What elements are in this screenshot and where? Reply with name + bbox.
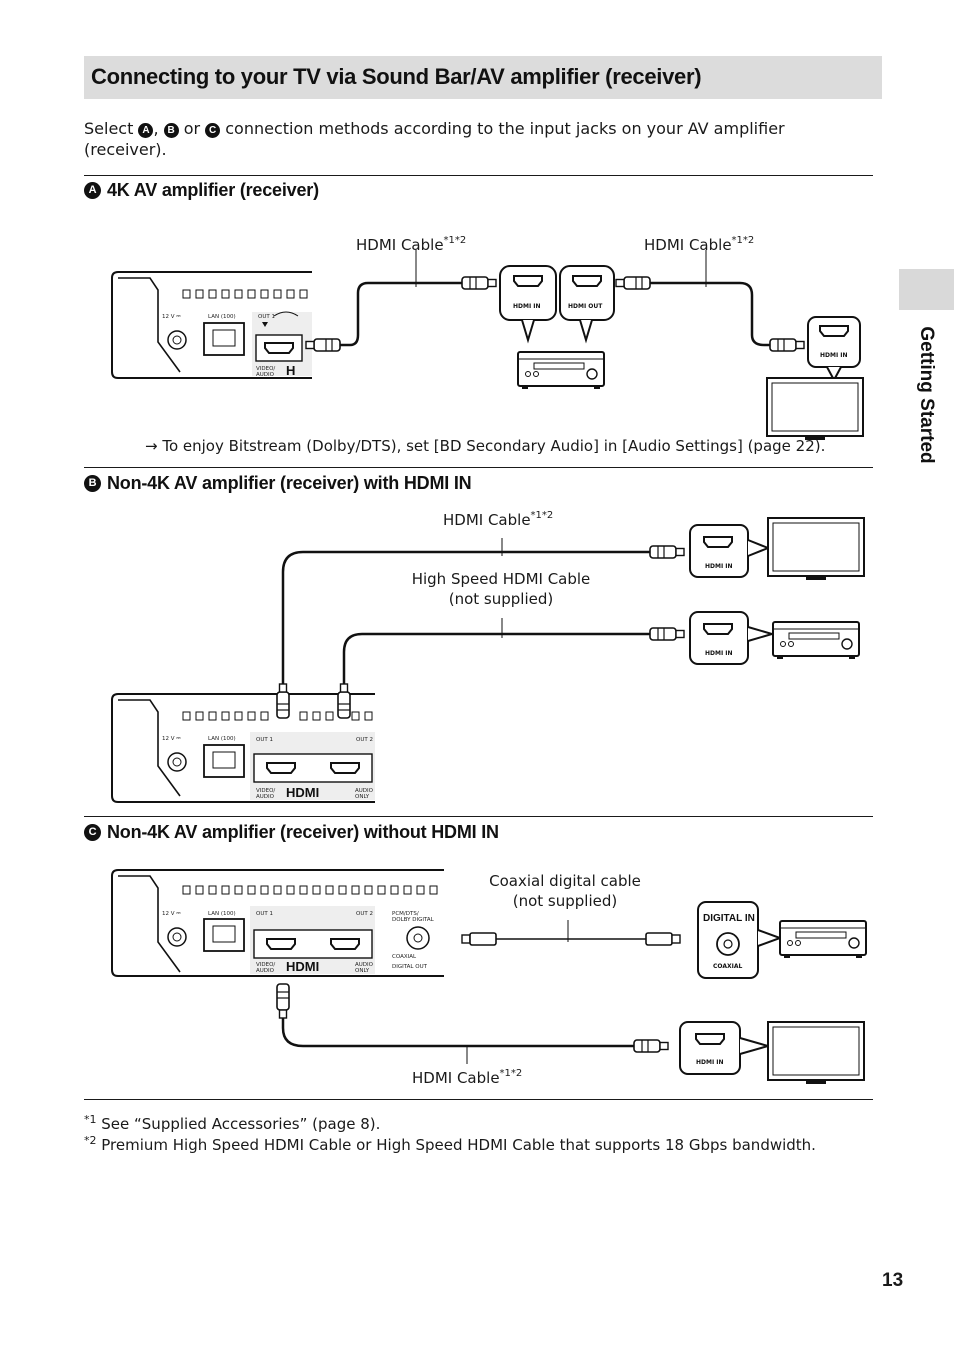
power-label: 12 V ⎓ xyxy=(162,911,181,917)
coaxial-label: COAXIAL xyxy=(392,954,417,960)
video-audio-label: VIDEO/ xyxy=(256,962,275,968)
coaxial-jack-label: COAXIAL xyxy=(713,963,742,970)
audio-only-label: AUDIO xyxy=(355,962,374,968)
diagram-a: 12 V ⎓ LAN (100) OUT 1 VIDEO/ AUDIO H HD… xyxy=(111,250,864,441)
intro-paragraph: Select A, B or C connection methods acco… xyxy=(84,118,844,160)
pcm-dts-label: PCM/DTS/ xyxy=(392,911,419,917)
title-bar: Connecting to your TV via Sound Bar/AV a… xyxy=(84,56,882,99)
amp-hdmi-in-label: HDMI IN xyxy=(513,303,541,310)
out2-label: OUT 2 xyxy=(356,737,373,743)
video-audio-label: VIDEO/ xyxy=(256,366,275,372)
hdmi-cable-label: HDMI Cable*1*2 xyxy=(644,235,755,255)
video-audio-label: AUDIO xyxy=(256,372,275,378)
badge-b: B xyxy=(84,475,101,492)
section-divider xyxy=(84,1099,873,1100)
section-c-heading: C Non-4K AV amplifier (receiver) without… xyxy=(84,822,499,843)
tv-hdmi-in-label: HDMI IN xyxy=(696,1059,724,1066)
diagram-b: 12 V ⎓ LAN (100) OUT 1 OUT 2 VIDEO/ AUDI… xyxy=(111,517,865,803)
badge-c: C xyxy=(84,824,101,841)
coaxial-cable-label: Coaxial digital cable (not supplied) xyxy=(489,872,641,910)
badge-b: B xyxy=(163,123,179,138)
audio-only-label: ONLY xyxy=(355,794,370,800)
badge-a: A xyxy=(138,123,154,138)
section-divider xyxy=(84,175,873,176)
power-label: 12 V ⎓ xyxy=(162,314,181,320)
player-panel: 12 V ⎓ LAN (100) OUT 1 VIDEO/ AUDIO H xyxy=(111,271,312,379)
badge-c: C xyxy=(205,123,221,138)
side-tab xyxy=(899,269,954,310)
section-c-title: Non-4K AV amplifier (receiver) without H… xyxy=(107,822,499,842)
video-audio-label: VIDEO/ xyxy=(256,788,275,794)
hdmi-cable-label: HDMI Cable*1*2 xyxy=(443,510,554,530)
digital-out-label: DIGITAL OUT xyxy=(392,964,428,970)
power-label: 12 V ⎓ xyxy=(162,736,181,742)
footnotes: *1 See “Supplied Accessories” (page 8). … xyxy=(84,1114,816,1156)
page-number: 13 xyxy=(882,1270,904,1291)
section-divider xyxy=(84,816,873,817)
intro-text: connection methods according to the inpu… xyxy=(84,119,785,159)
intro-text: Select xyxy=(84,119,139,138)
lan-label: LAN (100) xyxy=(208,736,236,742)
hdmi-cable-label: HDMI Cable*1*2 xyxy=(356,235,467,255)
digital-in-label: DIGITAL IN xyxy=(703,913,755,924)
hdmi-logo: H xyxy=(286,363,295,378)
section-a-title: 4K AV amplifier (receiver) xyxy=(107,180,319,200)
bitstream-note: → To enjoy Bitstream (Dolby/DTS), set [B… xyxy=(145,437,826,455)
out2-label: OUT 2 xyxy=(356,911,373,917)
audio-only-label: AUDIO xyxy=(355,788,374,794)
hdmi-cable-label: HDMI Cable*1*2 xyxy=(412,1068,523,1088)
high-speed-cable-label: High Speed HDMI Cable (not supplied) xyxy=(411,570,591,608)
footnote: *2 Premium High Speed HDMI Cable or High… xyxy=(84,1134,816,1154)
out1-label: OUT 1 xyxy=(258,314,275,320)
amp-hdmi-in-label: HDMI IN xyxy=(705,650,733,657)
lan-label: LAN (100) xyxy=(208,314,236,320)
section-a-heading: A 4K AV amplifier (receiver) xyxy=(84,180,319,201)
section-divider xyxy=(84,467,873,468)
page-title: Connecting to your TV via Sound Bar/AV a… xyxy=(91,64,702,89)
audio-only-label: ONLY xyxy=(355,968,370,974)
pcm-dts-label: DOLBY DIGITAL xyxy=(392,917,435,923)
intro-sep: or xyxy=(178,119,206,138)
out1-label: OUT 1 xyxy=(256,737,273,743)
section-b-title: Non-4K AV amplifier (receiver) with HDMI… xyxy=(107,473,472,493)
video-audio-label: AUDIO xyxy=(256,794,275,800)
tv-hdmi-in-label: HDMI IN xyxy=(820,352,848,359)
hdmi-logo: HDMI xyxy=(286,959,319,974)
section-b-heading: B Non-4K AV amplifier (receiver) with HD… xyxy=(84,473,472,494)
hdmi-logo: HDMI xyxy=(286,785,319,800)
amp-hdmi-out-label: HDMI OUT xyxy=(568,303,603,310)
badge-a: A xyxy=(84,182,101,199)
footnote: *1 See “Supplied Accessories” (page 8). xyxy=(84,1113,381,1133)
player-panel: 12 V ⎓ LAN (100) OUT 1 OUT 2 VIDEO/ AUDI… xyxy=(111,693,375,803)
out1-label: OUT 1 xyxy=(256,911,273,917)
intro-sep: , xyxy=(153,119,164,138)
diagram-c: 12 V ⎓ LAN (100) OUT 1 OUT 2 VIDEO/ AUDI… xyxy=(111,869,867,1085)
lan-label: LAN (100) xyxy=(208,911,236,917)
player-panel: 12 V ⎓ LAN (100) OUT 1 OUT 2 VIDEO/ AUDI… xyxy=(111,869,444,977)
tv-hdmi-in-label: HDMI IN xyxy=(705,563,733,570)
video-audio-label: AUDIO xyxy=(256,968,275,974)
